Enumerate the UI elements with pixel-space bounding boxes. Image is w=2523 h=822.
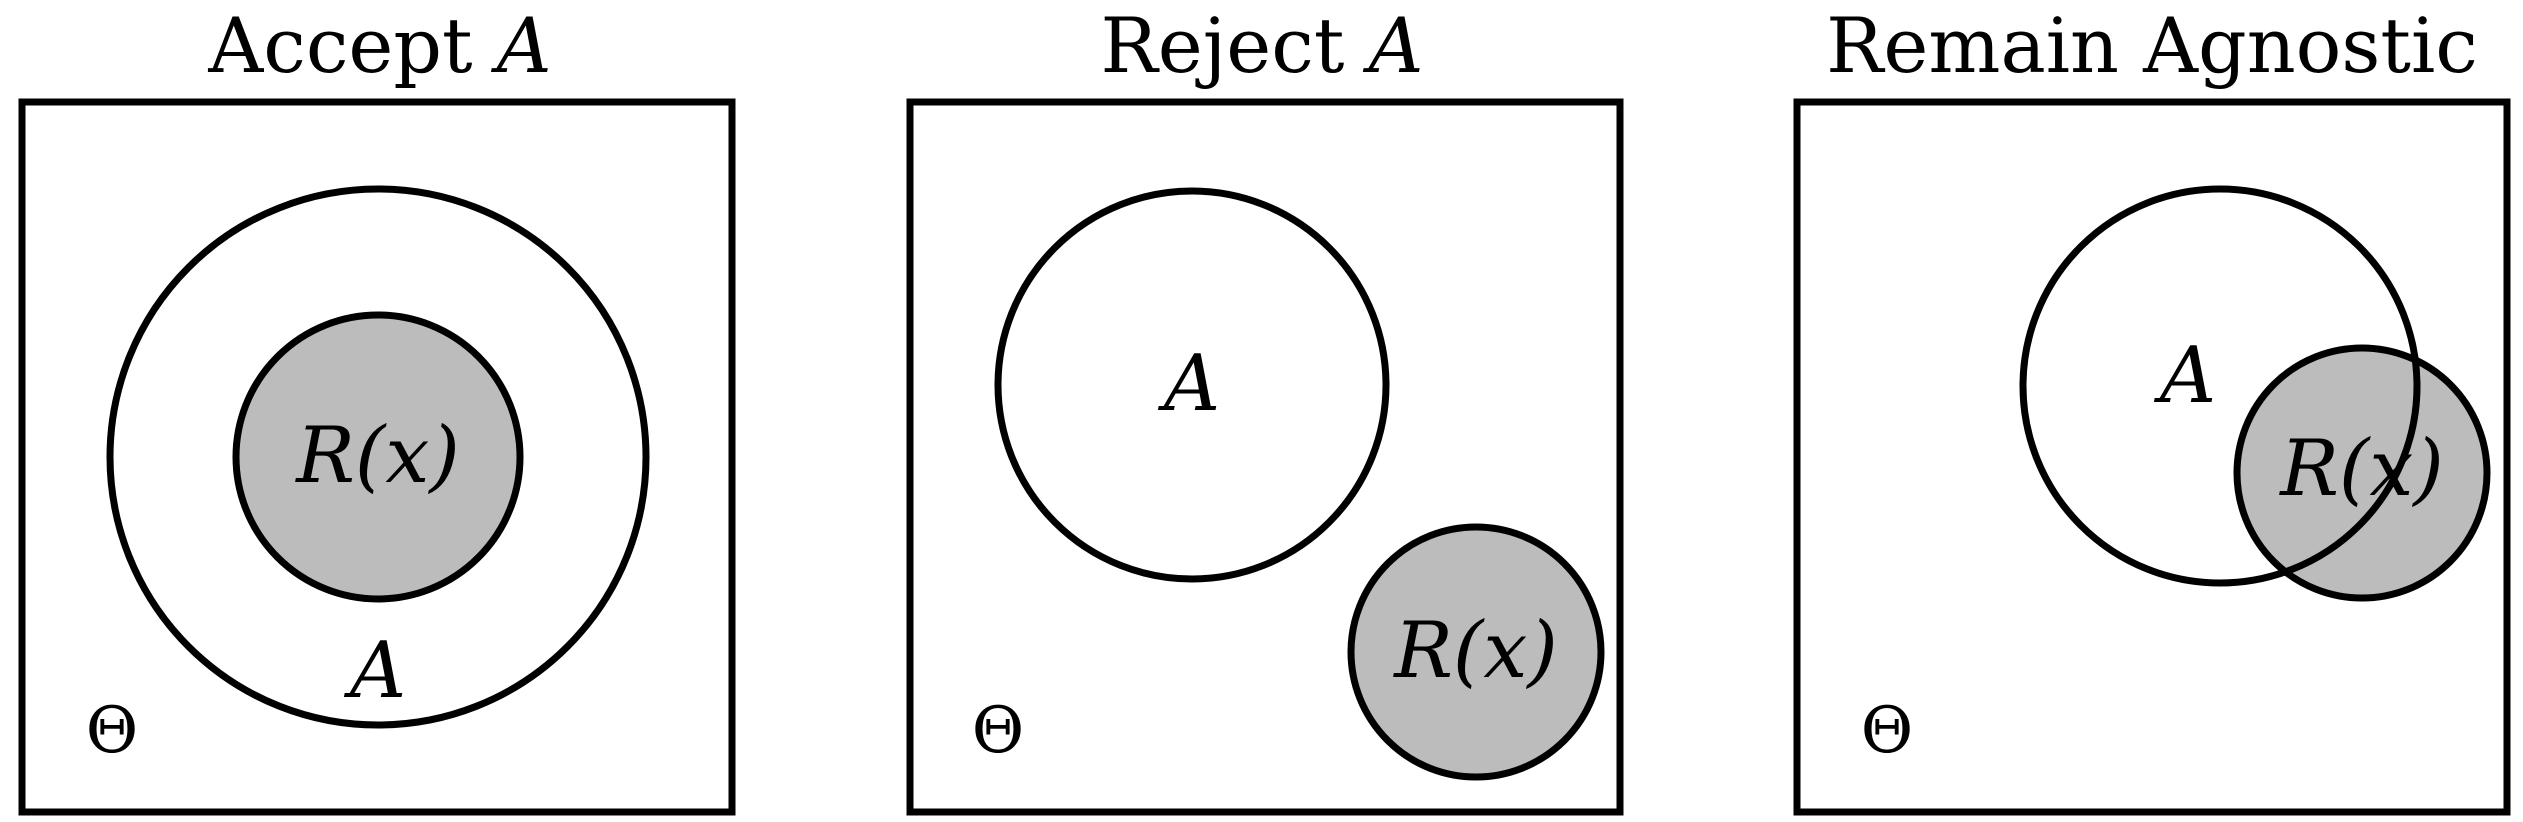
region-r-disk — [1347, 523, 1605, 781]
panel-title: Reject A — [1101, 1, 1424, 90]
panel-title: Accept A — [207, 1, 551, 90]
set-a-label: A — [344, 626, 406, 716]
parameter-space-frame — [906, 98, 1624, 816]
set-a-label: A — [1158, 339, 1220, 429]
panel-agnostic: Remain Agnostic A R(x) Θ — [1793, 1, 2511, 816]
set-a-circle — [106, 185, 650, 729]
parameter-space-frame — [1793, 98, 2511, 816]
set-a-label: A — [2154, 331, 2216, 421]
parameter-space-frame — [18, 98, 736, 816]
region-r-label: R(x) — [294, 411, 460, 501]
region-r-label: R(x) — [1392, 606, 1558, 696]
panel-title: Remain Agnostic — [1826, 1, 2478, 90]
region-r-disk — [2233, 344, 2491, 602]
panel-reject: Reject A A R(x) Θ — [906, 1, 1624, 816]
set-a-circle — [994, 187, 1390, 583]
region-r-label: R(x) — [2278, 424, 2444, 514]
panel-accept: Accept A R(x) A Θ — [18, 1, 736, 816]
theta-label: Θ — [86, 694, 138, 768]
theta-label: Θ — [1861, 694, 1913, 768]
region-r-disk — [232, 311, 524, 603]
theta-label: Θ — [972, 694, 1024, 768]
set-a-circle — [2019, 185, 2421, 587]
